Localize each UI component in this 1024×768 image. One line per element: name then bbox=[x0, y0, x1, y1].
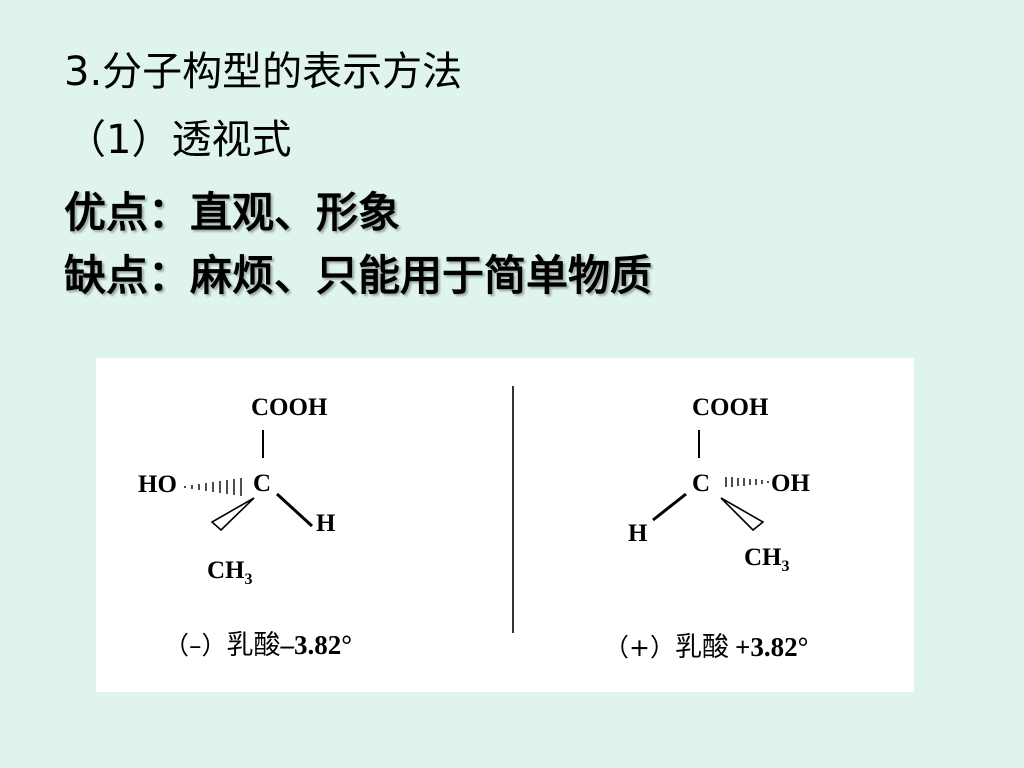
right-cooh-label: COOH bbox=[692, 394, 769, 421]
left-ch3-label: CH3 bbox=[207, 557, 253, 588]
right-hashed-bond bbox=[725, 477, 769, 487]
left-h-label: H bbox=[316, 510, 336, 537]
enantiomer-drawing: COOH C HO H CH3 （–）乳酸–3.82° bbox=[138, 386, 810, 663]
left-bond-h bbox=[275, 492, 314, 528]
left-hashed-bond bbox=[184, 478, 242, 496]
right-molecule: COOH C OH H CH3 （+）乳酸+3.82° bbox=[604, 394, 810, 663]
section-subtitle: （1）透视式 bbox=[66, 117, 292, 163]
left-wedge-bond bbox=[210, 497, 255, 532]
slide-title: 3.分子构型的表示方法 bbox=[64, 49, 463, 95]
right-ch3-label: CH3 bbox=[744, 544, 790, 575]
left-carbon-label: C bbox=[253, 470, 271, 497]
left-caption: （–）乳酸–3.82° bbox=[164, 630, 352, 661]
left-ho-label: HO bbox=[138, 471, 177, 498]
right-caption: （+）乳酸+3.82° bbox=[604, 632, 808, 663]
advantages-text: 优点：直观、形象 bbox=[64, 188, 401, 237]
disadvantages-text: 缺点：麻烦、只能用于简单物质 bbox=[64, 251, 653, 300]
right-bond-h bbox=[652, 492, 687, 522]
right-oh-label: OH bbox=[771, 470, 810, 497]
left-molecule: COOH C HO H CH3 （–）乳酸–3.82° bbox=[138, 394, 352, 661]
right-h-label: H bbox=[628, 520, 648, 547]
lactic-acid-diagram: COOH C HO H CH3 （–）乳酸–3.82° bbox=[96, 358, 914, 692]
left-cooh-label: COOH bbox=[251, 394, 328, 421]
right-wedge-bond bbox=[720, 497, 765, 532]
right-carbon-label: C bbox=[692, 470, 710, 497]
